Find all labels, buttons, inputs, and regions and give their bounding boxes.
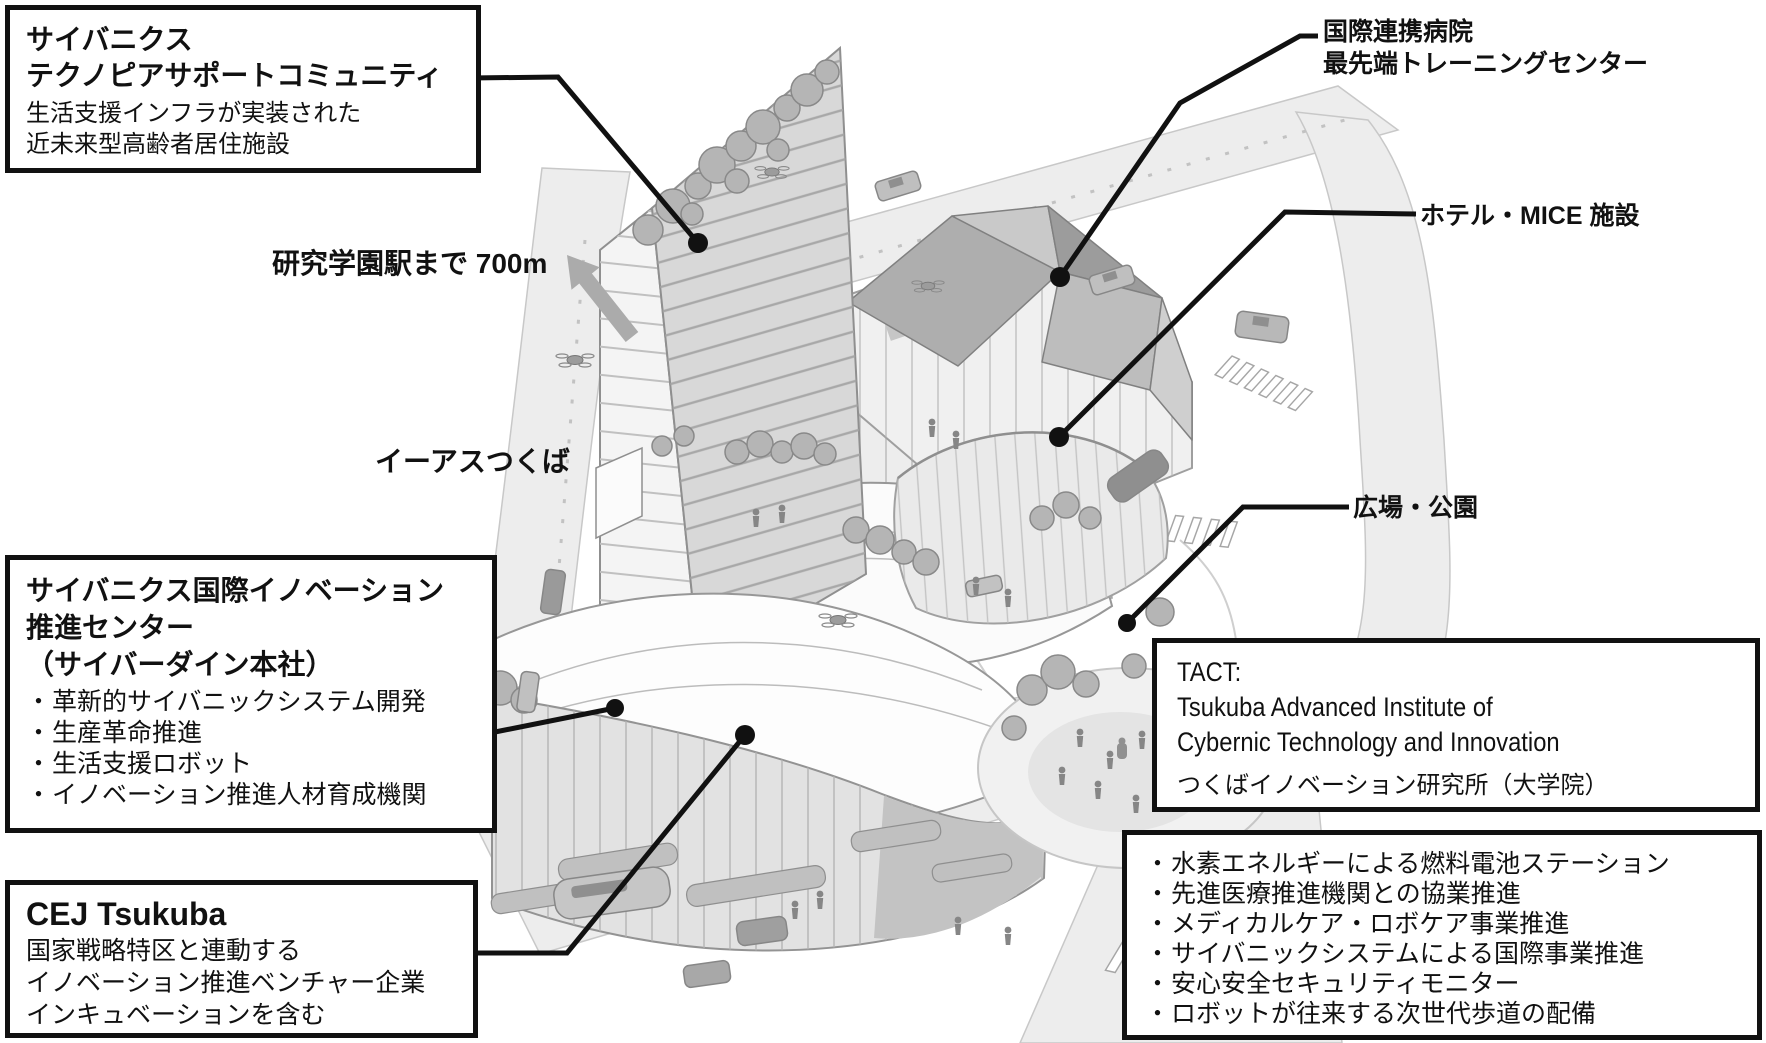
list-item: ・サイバニックシステムによる国際事業推進 xyxy=(1145,939,1739,969)
car xyxy=(874,170,922,202)
drone-icon xyxy=(555,353,595,368)
features-bullet-2: 先進医療推進機関との協業推進 xyxy=(1171,880,1521,908)
car xyxy=(682,959,732,989)
leader-dot-hospital xyxy=(1050,267,1070,287)
hospital-label-line1: 国際連携病院 xyxy=(1323,18,1474,46)
leader-dot-innovation xyxy=(606,699,624,717)
shuttle-bus xyxy=(553,866,671,920)
list-item: ・イノベーション推進人材育成機関 xyxy=(26,780,476,811)
bullet-marker: ・ xyxy=(1145,1000,1171,1028)
features-bullet-4: サイバニックシステムによる国際事業推進 xyxy=(1171,940,1645,968)
leader-plaza xyxy=(1125,504,1349,625)
callout-innovation-center: サイバニクス国際イノベーション 推進センター （サイバーダイン本社） ・革新的サ… xyxy=(5,555,497,833)
innovation-title-line2: 推進センター xyxy=(26,612,195,643)
bullet-marker: ・ xyxy=(26,719,52,747)
drone-icon xyxy=(754,166,790,179)
callout-features: ・水素エネルギーによる燃料電池ステーション ・先進医療推進機関との協業推進 ・メ… xyxy=(1122,830,1762,1040)
leader-dot-cej xyxy=(735,725,755,745)
cej-body-line1: 国家戦略特区と連動する xyxy=(26,937,302,965)
label-hotel-mice: ホテル・MICE 施設 xyxy=(1420,202,1640,230)
technopia-body-line1: 生活支援インフラが実装された xyxy=(26,100,362,127)
hotel-building xyxy=(893,431,1169,625)
list-item: ・先進医療推進機関との協業推進 xyxy=(1145,879,1739,909)
features-bullet-6: ロボットが往来する次世代歩道の配備 xyxy=(1171,1000,1597,1028)
drone-icons xyxy=(555,166,945,628)
technopia-body-line2: 近未来型高齢者居住施設 xyxy=(26,131,290,158)
bullet-marker: ・ xyxy=(1145,910,1171,938)
leader-technopia xyxy=(469,74,700,245)
label-station-distance: 研究学園駅まで 700m xyxy=(272,248,548,279)
people xyxy=(752,418,1146,945)
callout-tact: TACT: Tsukuba Advanced Institute of Cybe… xyxy=(1152,638,1760,812)
tact-line2: Tsukuba Advanced Institute of xyxy=(1177,692,1493,722)
station-direction-arrow-icon xyxy=(567,255,639,342)
leader-dot-technopia xyxy=(688,233,708,253)
hospital-label-line2: 最先端トレーニングセンター xyxy=(1323,50,1649,78)
tact-line3: Cybernic Technology and Innovation xyxy=(1177,727,1560,757)
list-item: ・生産革命推進 xyxy=(26,718,476,749)
features-bullet-1: 水素エネルギーによる燃料電池ステーション xyxy=(1171,850,1670,878)
bullet-marker: ・ xyxy=(1145,940,1171,968)
drone-icon xyxy=(818,613,858,628)
tact-line1: TACT: xyxy=(1177,657,1242,687)
bullet-marker: ・ xyxy=(1145,970,1171,998)
bullet-marker: ・ xyxy=(26,781,52,809)
leader-innovation xyxy=(489,705,616,736)
terrace-trees xyxy=(724,430,940,576)
robot xyxy=(1117,737,1127,759)
features-bullet-5: 安心安全セキュリティモニター xyxy=(1171,970,1520,998)
leader-hotel xyxy=(1057,209,1417,439)
leader-dot-plaza xyxy=(1118,614,1136,632)
label-iias-tsukuba: イーアスつくば xyxy=(375,446,570,477)
list-item: ・革新的サイバニックシステム開発 xyxy=(26,687,476,718)
innovation-bullet-3: 生活支援ロボット xyxy=(52,750,253,778)
list-item: ・ロボットが往来する次世代歩道の配備 xyxy=(1145,999,1739,1029)
leader-dot-hotel xyxy=(1049,427,1069,447)
car xyxy=(539,568,567,616)
cej-title: CEJ Tsukuba xyxy=(26,896,227,932)
innovation-bullet-4: イノベーション推進人材育成機関 xyxy=(52,781,427,809)
label-hospital: 国際連携病院 最先端トレーニングセンター xyxy=(1323,16,1648,80)
tact-line4: つくばイノベーション研究所（大学院） xyxy=(1177,772,1609,799)
features-bullet-list: ・水素エネルギーによる燃料電池ステーション ・先進医療推進機関との協業推進 ・メ… xyxy=(1145,849,1739,1029)
list-item: ・安心安全セキュリティモニター xyxy=(1145,969,1739,999)
list-item: ・生活支援ロボット xyxy=(26,749,476,780)
technopia-title-line1: サイバニクス xyxy=(26,24,193,55)
innovation-bullet-1: 革新的サイバニックシステム開発 xyxy=(52,688,426,716)
leader-cej xyxy=(475,733,747,956)
list-item: ・メディカルケア・ロボケア事業推進 xyxy=(1145,909,1739,939)
innovation-title-line1: サイバニクス国際イノベーション xyxy=(26,575,445,606)
innovation-bullet-2: 生産革命推進 xyxy=(52,719,203,747)
cej-body-line3: インキュベーションを含む xyxy=(26,1001,326,1029)
car xyxy=(1088,264,1136,296)
bullet-marker: ・ xyxy=(1145,850,1171,878)
drone-icon xyxy=(911,280,945,293)
shuttle-bus xyxy=(1106,449,1170,503)
features-bullet-3: メディカルケア・ロボケア事業推進 xyxy=(1171,910,1570,938)
callout-technopia: サイバニクス テクノピアサポートコミュニティ 生活支援インフラが実装された 近未… xyxy=(5,5,481,173)
callout-cej-tsukuba: CEJ Tsukuba 国家戦略特区と連動する イノベーション推進ベンチャー企業… xyxy=(5,880,478,1038)
rooftop-trees xyxy=(632,59,840,457)
bullet-marker: ・ xyxy=(26,750,52,778)
list-item: ・水素エネルギーによる燃料電池ステーション xyxy=(1145,849,1739,879)
innovation-bullet-list: ・革新的サイバニックシステム開発 ・生産革命推進 ・生活支援ロボット ・イノベー… xyxy=(26,687,476,811)
technopia-title-line2: テクノピアサポートコミュニティ xyxy=(26,60,443,91)
vehicles xyxy=(516,170,1290,989)
car xyxy=(516,670,540,714)
cej-body-line2: イノベーション推進ベンチャー企業 xyxy=(26,969,426,997)
bullet-marker: ・ xyxy=(26,688,52,716)
innovation-title-line3: （サイバーダイン本社） xyxy=(26,649,334,680)
car xyxy=(735,915,789,947)
bullet-marker: ・ xyxy=(1145,880,1171,908)
label-plaza-park: 広場・公園 xyxy=(1353,494,1479,522)
leader-hospital xyxy=(1057,33,1318,279)
van xyxy=(1234,310,1290,344)
